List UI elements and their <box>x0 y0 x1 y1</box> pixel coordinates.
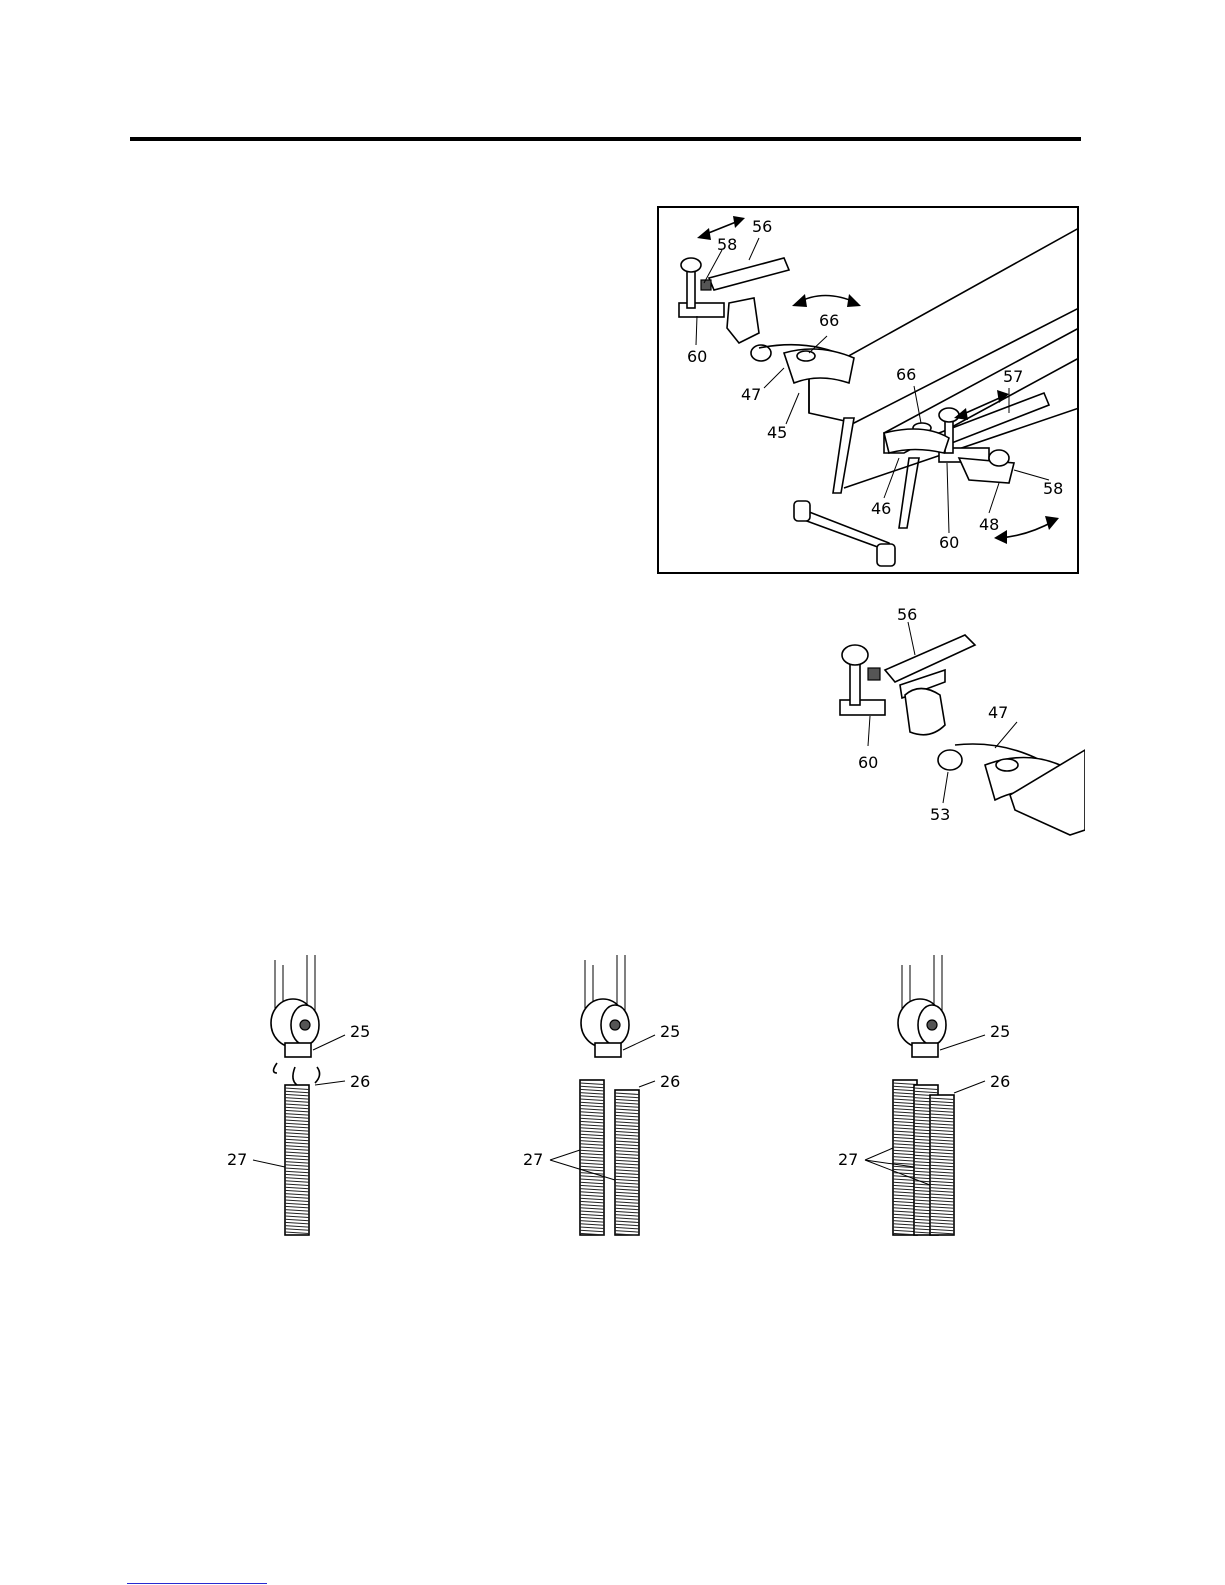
arm-detail-diagram: 56 47 60 53 <box>810 600 1085 855</box>
callout-66-right: 66 <box>896 365 916 384</box>
callout-60-right: 60 <box>939 533 959 552</box>
callout-25: 25 <box>350 1022 370 1041</box>
callout-53: 53 <box>930 805 950 824</box>
callout-26: 26 <box>350 1072 370 1091</box>
callout-27: 27 <box>838 1150 858 1169</box>
callout-25: 25 <box>990 1022 1010 1041</box>
callout-47: 47 <box>988 703 1008 722</box>
callout-56: 56 <box>897 605 917 624</box>
two-springs-diagram: 25 26 27 <box>515 955 705 1240</box>
callout-27: 27 <box>523 1150 543 1169</box>
callout-45: 45 <box>767 423 787 442</box>
callout-48: 48 <box>979 515 999 534</box>
callout-58-right: 58 <box>1043 479 1063 498</box>
one-spring-diagram: 25 26 27 <box>215 955 390 1240</box>
callout-46: 46 <box>871 499 891 518</box>
callout-27: 27 <box>227 1150 247 1169</box>
callout-26: 26 <box>660 1072 680 1091</box>
callout-26: 26 <box>990 1072 1010 1091</box>
callout-58: 58 <box>717 235 737 254</box>
bench-arm-adjustment-diagram: 56 58 66 60 47 45 66 57 46 58 48 60 <box>657 206 1079 574</box>
header-rule <box>130 137 1081 141</box>
callout-60: 60 <box>858 753 878 772</box>
callout-60: 60 <box>687 347 707 366</box>
callout-56: 56 <box>752 217 772 236</box>
footer-link-underline <box>127 1583 267 1584</box>
callout-25: 25 <box>660 1022 680 1041</box>
callout-57: 57 <box>1003 367 1023 386</box>
callout-66: 66 <box>819 311 839 330</box>
bench-pad <box>809 228 1077 423</box>
callout-47: 47 <box>741 385 761 404</box>
three-springs-diagram: 25 26 27 <box>830 955 1030 1240</box>
